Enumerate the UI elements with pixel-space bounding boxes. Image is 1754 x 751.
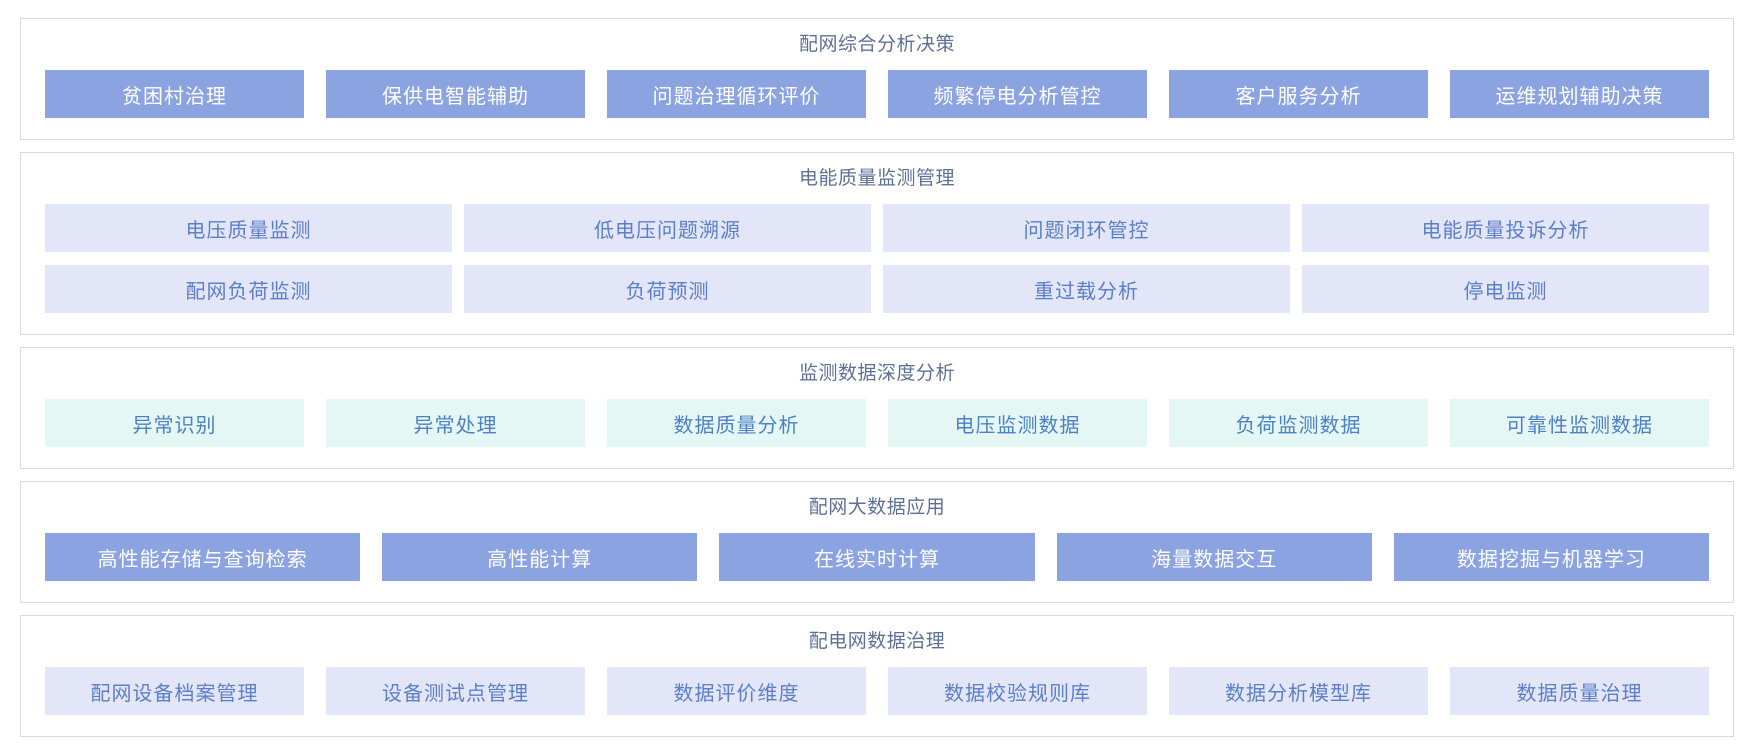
module-panel-distribution-analysis-decision: 配网综合分析决策贫困村治理保供电智能辅助问题治理循环评价频繁停电分析管控客户服务…	[20, 18, 1734, 140]
module-button[interactable]: 数据挖掘与机器学习	[1393, 533, 1710, 581]
module-button[interactable]: 配网负荷监测	[45, 265, 452, 313]
module-button[interactable]: 贫困村治理	[45, 70, 304, 118]
module-button[interactable]: 低电压问题溯源	[464, 204, 871, 252]
module-button[interactable]: 频繁停电分析管控	[888, 70, 1147, 118]
module-button[interactable]: 负荷监测数据	[1169, 399, 1428, 447]
module-button[interactable]: 数据校验规则库	[888, 667, 1147, 715]
button-row: 异常识别异常处理数据质量分析电压监测数据负荷监测数据可靠性监测数据	[45, 399, 1709, 447]
module-button[interactable]: 重过载分析	[883, 265, 1290, 313]
module-button[interactable]: 设备测试点管理	[326, 667, 585, 715]
module-button[interactable]: 海量数据交互	[1056, 533, 1372, 581]
panel-title: 配电网数据治理	[808, 631, 946, 652]
module-button[interactable]: 异常识别	[45, 399, 304, 447]
module-panel-data-governance: 配电网数据治理配网设备档案管理设备测试点管理数据评价维度数据校验规则库数据分析模…	[20, 615, 1734, 737]
button-row: 高性能存储与查询检索高性能计算在线实时计算海量数据交互数据挖掘与机器学习	[45, 533, 1710, 581]
module-button[interactable]: 高性能存储与查询检索	[45, 533, 361, 581]
button-row: 配网设备档案管理设备测试点管理数据评价维度数据校验规则库数据分析模型库数据质量治…	[45, 667, 1709, 715]
module-button[interactable]: 高性能计算	[382, 533, 698, 581]
module-button[interactable]: 数据分析模型库	[1169, 667, 1428, 715]
module-button[interactable]: 停电监测	[1302, 265, 1709, 313]
panel-title: 电能质量监测管理	[798, 168, 955, 189]
button-row: 电压质量监测低电压问题溯源问题闭环管控电能质量投诉分析	[45, 204, 1709, 252]
button-row: 贫困村治理保供电智能辅助问题治理循环评价频繁停电分析管控客户服务分析运维规划辅助…	[45, 70, 1709, 118]
module-button[interactable]: 配网设备档案管理	[45, 667, 304, 715]
module-button[interactable]: 客户服务分析	[1169, 70, 1428, 118]
module-button[interactable]: 数据质量治理	[1450, 667, 1709, 715]
panel-title: 配网综合分析决策	[798, 34, 955, 55]
module-button[interactable]: 负荷预测	[464, 265, 871, 313]
module-panel-monitoring-data-deep-analysis: 监测数据深度分析异常识别异常处理数据质量分析电压监测数据负荷监测数据可靠性监测数…	[20, 347, 1734, 469]
module-button[interactable]: 电压监测数据	[888, 399, 1147, 447]
module-button[interactable]: 问题治理循环评价	[607, 70, 866, 118]
module-button[interactable]: 异常处理	[326, 399, 585, 447]
module-panel-power-quality-monitoring: 电能质量监测管理电压质量监测低电压问题溯源问题闭环管控电能质量投诉分析配网负荷监…	[20, 152, 1734, 335]
panel-title: 监测数据深度分析	[798, 363, 955, 384]
module-button[interactable]: 电压质量监测	[45, 204, 452, 252]
module-button[interactable]: 可靠性监测数据	[1450, 399, 1709, 447]
module-button[interactable]: 电能质量投诉分析	[1302, 204, 1709, 252]
module-button[interactable]: 保供电智能辅助	[326, 70, 585, 118]
module-panel-big-data-application: 配网大数据应用高性能存储与查询检索高性能计算在线实时计算海量数据交互数据挖掘与机…	[20, 481, 1734, 603]
module-button[interactable]: 问题闭环管控	[883, 204, 1290, 252]
module-button[interactable]: 在线实时计算	[719, 533, 1035, 581]
panel-title: 配网大数据应用	[808, 497, 946, 518]
module-button[interactable]: 数据质量分析	[607, 399, 866, 447]
button-row: 配网负荷监测负荷预测重过载分析停电监测	[45, 265, 1709, 313]
module-button[interactable]: 数据评价维度	[607, 667, 866, 715]
module-button[interactable]: 运维规划辅助决策	[1450, 70, 1709, 118]
